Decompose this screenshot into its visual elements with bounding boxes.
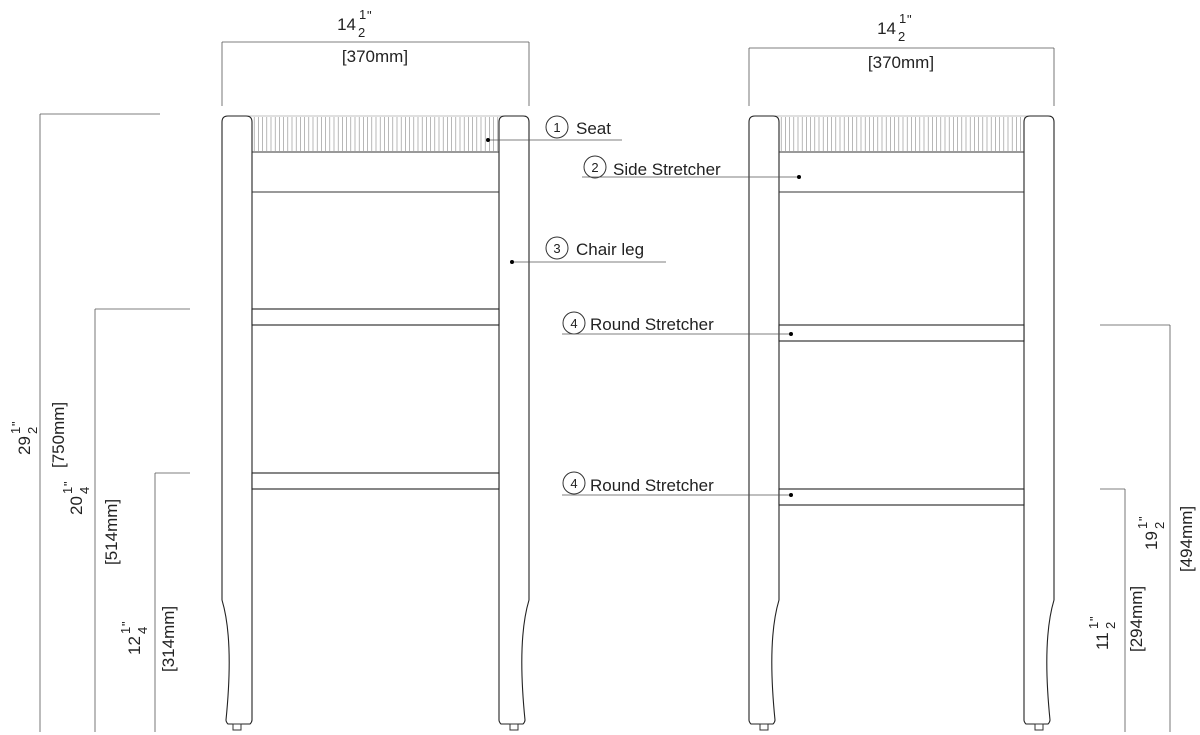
left-width-mm: [370mm] xyxy=(342,47,408,66)
right-width-whole: 14 xyxy=(877,19,896,38)
lower-height-den: 4 xyxy=(135,627,150,634)
right-elevation-view xyxy=(748,115,1055,731)
right-lower-height-den: 2 xyxy=(1103,622,1118,629)
callout-seat-label: Seat xyxy=(576,119,611,138)
total-height-whole: 29 xyxy=(15,436,34,455)
upper-height-den: 4 xyxy=(77,487,92,494)
upper-height-mm: [514mm] xyxy=(102,499,121,565)
right-upper-height-num: 1 xyxy=(1135,522,1150,529)
total-height-mm: [750mm] xyxy=(49,402,68,468)
left-width-whole: 14 xyxy=(337,15,356,34)
right-back-foot xyxy=(1034,723,1044,731)
upper-stretcher-height-dimension: 20 1 4 " [514mm] xyxy=(60,308,190,732)
upper-height-inch: " xyxy=(61,481,76,486)
lower-height-mm: [314mm] xyxy=(159,606,178,672)
right-seat xyxy=(752,115,1052,153)
right-upper-height-whole: 19 xyxy=(1142,531,1161,550)
left-elevation-view xyxy=(221,115,530,731)
left-width-inch: " xyxy=(367,8,372,23)
right-width-dimension: 14 1 2 " [370mm] xyxy=(748,11,1055,106)
lower-height-num: 1 xyxy=(118,627,133,634)
right-front-foot xyxy=(759,723,769,731)
right-width-mm: [370mm] xyxy=(868,53,934,72)
callout-round-stretcher-upper: 4 Round Stretcher xyxy=(562,311,793,336)
left-back-leg xyxy=(498,115,530,725)
callout-chair-leg-label: Chair leg xyxy=(576,240,644,259)
lower-stretcher-height-dimension: 12 1 4 " [314mm] xyxy=(118,472,190,732)
left-upper-round-stretcher xyxy=(251,308,500,326)
callout-round-stretcher-upper-number: 4 xyxy=(570,316,577,331)
right-upper-height-inch: " xyxy=(1136,516,1151,521)
total-height-den: 2 xyxy=(25,427,40,434)
right-lower-height-num: 1 xyxy=(1086,622,1101,629)
total-height-dimension: 29 1 2 " [750mm] xyxy=(8,113,160,732)
right-lower-height-dimension: 11 1 2 " [294mm] xyxy=(1086,488,1146,732)
right-lower-height-mm: [294mm] xyxy=(1127,586,1146,652)
left-lower-round-stretcher xyxy=(251,472,500,490)
callout-side-stretcher: 2 Side Stretcher xyxy=(582,155,801,179)
left-width-den: 2 xyxy=(358,25,365,40)
callout-round-stretcher-lower-number: 4 xyxy=(570,476,577,491)
left-front-foot xyxy=(232,723,242,731)
callout-chair-leg: 3 Chair leg xyxy=(510,236,666,264)
right-width-den: 2 xyxy=(898,29,905,44)
right-lower-height-whole: 11 xyxy=(1093,632,1112,650)
callout-seat: 1 Seat xyxy=(486,115,622,142)
total-height-inch: " xyxy=(9,421,24,426)
left-width-dimension: 14 1 2 " [370mm] xyxy=(221,7,530,106)
total-height-num: 1 xyxy=(8,427,23,434)
left-back-foot xyxy=(509,723,519,731)
right-upper-height-dimension: 19 1 2 " [494mm] xyxy=(1100,324,1196,732)
callout-round-stretcher-lower-label: Round Stretcher xyxy=(590,476,714,495)
right-upper-round-stretcher xyxy=(778,324,1025,342)
callout-side-stretcher-label: Side Stretcher xyxy=(613,160,721,179)
lower-height-inch: " xyxy=(119,621,134,626)
callout-round-stretcher-upper-label: Round Stretcher xyxy=(590,315,714,334)
right-lower-height-inch: " xyxy=(1087,616,1102,621)
right-width-num: 1 xyxy=(899,11,906,26)
callout-seat-number: 1 xyxy=(553,120,560,135)
callout-chair-leg-number: 3 xyxy=(553,241,560,256)
right-back-leg xyxy=(1023,115,1055,725)
right-lower-round-stretcher xyxy=(778,488,1025,506)
upper-height-whole: 20 xyxy=(67,496,86,515)
left-front-leg xyxy=(221,115,253,725)
right-width-inch: " xyxy=(907,12,912,27)
upper-height-num: 1 xyxy=(60,487,75,494)
callout-round-stretcher-lower: 4 Round Stretcher xyxy=(562,471,793,497)
left-seat xyxy=(225,115,527,153)
right-upper-height-mm: [494mm] xyxy=(1177,506,1196,572)
left-width-num: 1 xyxy=(359,7,366,22)
lower-height-whole: 12 xyxy=(125,636,144,655)
right-front-leg xyxy=(748,115,780,725)
callout-side-stretcher-number: 2 xyxy=(591,160,598,175)
right-upper-height-den: 2 xyxy=(1152,522,1167,529)
